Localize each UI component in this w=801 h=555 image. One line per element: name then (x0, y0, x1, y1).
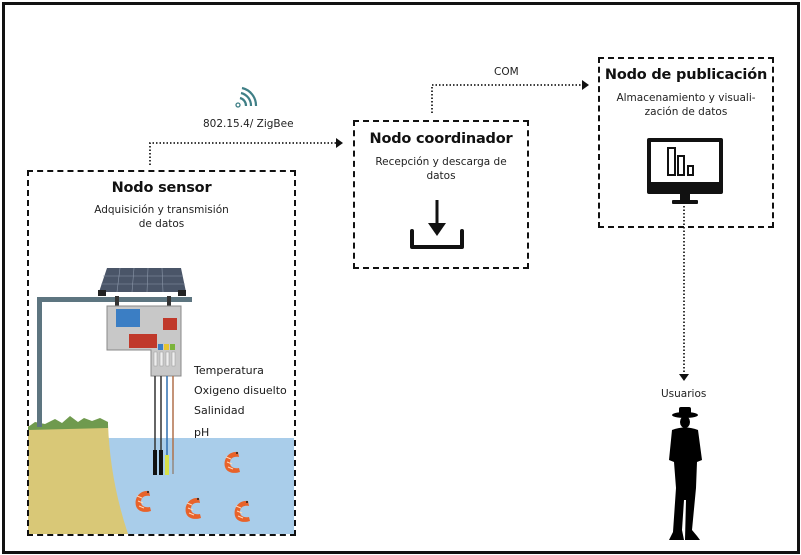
node-publication-subtitle-1: Almacenamiento y visuali- (616, 92, 756, 104)
pole-arm (37, 297, 192, 302)
node-sensor: Nodo sensor Adquisición y transmisión de… (27, 170, 296, 536)
param-salinity: Salinidad (194, 404, 245, 417)
node-coordinator-title: Nodo coordinador (369, 131, 513, 147)
node-publication: Nodo de publicación Almacenamiento y vis… (598, 57, 774, 228)
shrimp-icon (234, 500, 250, 522)
node-sensor-title: Nodo sensor (111, 180, 212, 196)
grass (28, 416, 108, 430)
node-sensor-subtitle-1: Adquisición y transmisión (94, 204, 229, 216)
link-zigbee-label: 802.15.4/ ZigBee (203, 118, 294, 130)
link-zigbee (149, 138, 343, 165)
wireless-signal-icon (235, 86, 258, 108)
param-ph: pH (194, 426, 210, 439)
link-com-label: COM (494, 66, 519, 78)
shrimp-icon (135, 490, 151, 512)
node-coordinator-subtitle-1: Recepción y descarga de (375, 156, 507, 168)
arrowhead-icon (582, 80, 589, 90)
param-dissolved-oxygen: Oxigeno disuelto (194, 384, 287, 397)
shrimp-icon (185, 497, 201, 519)
ground-bank (28, 424, 128, 534)
node-coordinator: Nodo coordinador Recepción y descarga de… (353, 120, 529, 269)
node-coordinator-subtitle-2: datos (426, 170, 456, 182)
link-users (679, 206, 689, 381)
link-com (431, 80, 589, 113)
monitor-chart-icon (647, 138, 723, 204)
node-publication-title: Nodo de publicación (604, 67, 768, 83)
sensor-enclosure (106, 305, 182, 377)
node-sensor-subtitle-2: de datos (138, 218, 185, 230)
users-label: Usuarios (661, 388, 707, 400)
arrowhead-icon (336, 138, 343, 148)
param-temperature: Temperatura (194, 364, 264, 377)
node-publication-subtitle-2: zación de datos (644, 106, 728, 118)
solar-panel-icon (98, 267, 186, 306)
download-icon (410, 200, 464, 249)
arrowhead-icon (679, 374, 689, 381)
shrimp-icon (224, 451, 240, 473)
sensor-probes (153, 376, 174, 475)
pole (37, 297, 42, 427)
